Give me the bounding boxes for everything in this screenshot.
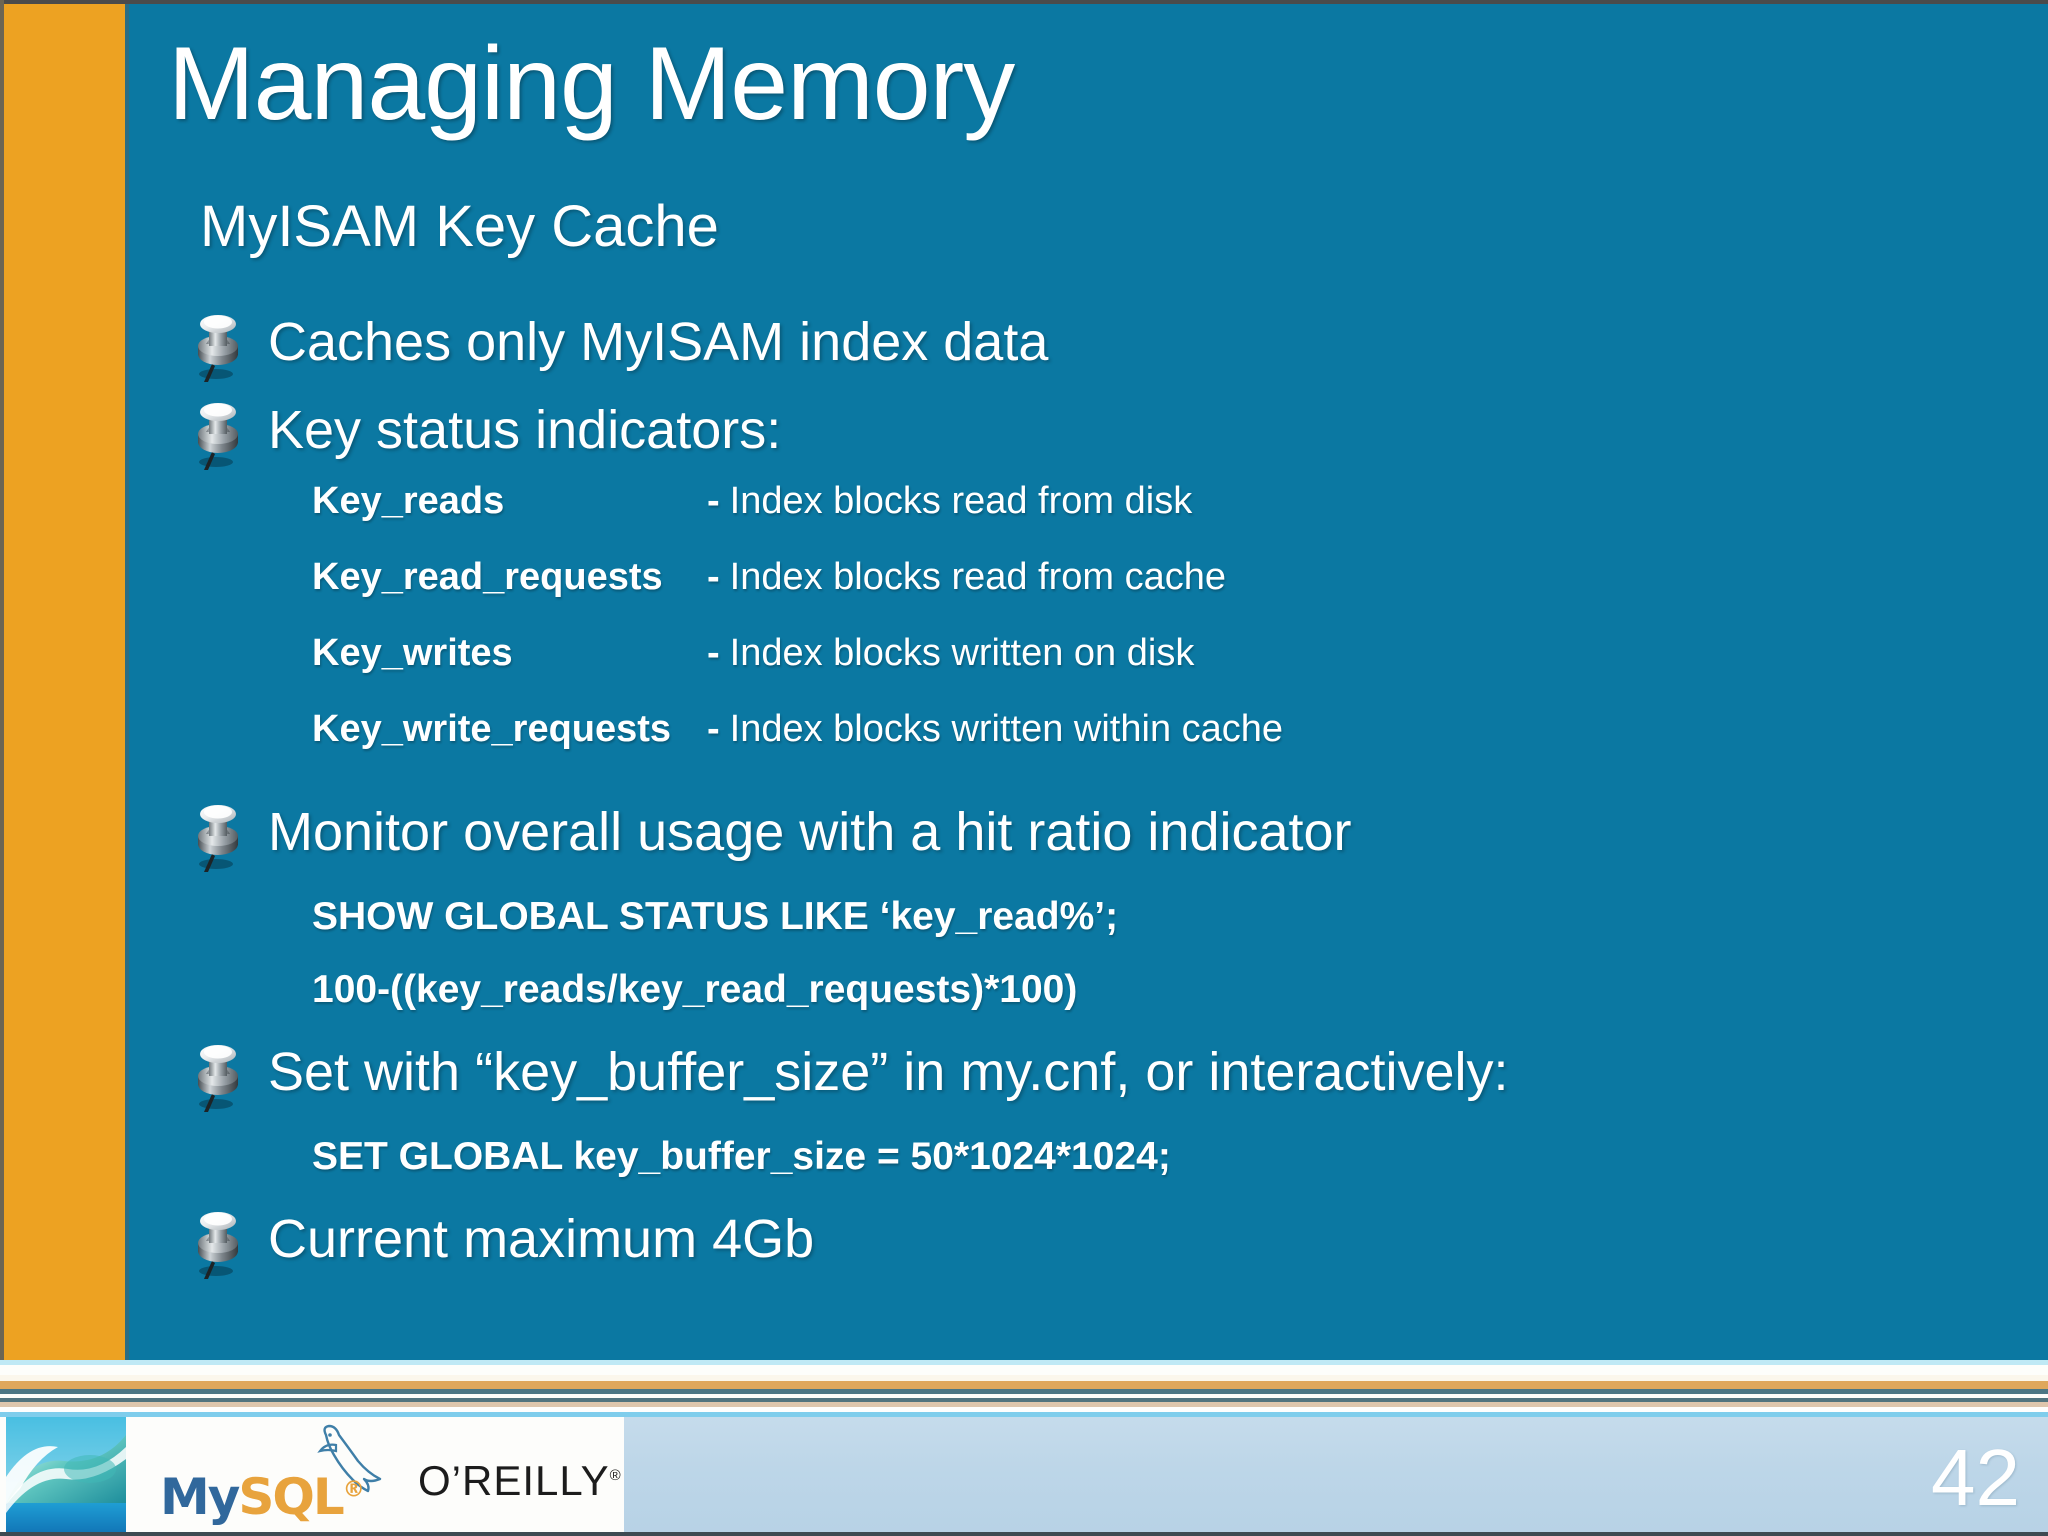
pushpin-icon bbox=[186, 390, 248, 474]
page-subtitle: MyISAM Key Cache bbox=[200, 194, 719, 259]
slide-frame-top-border bbox=[0, 0, 2048, 4]
ocean-wave-image bbox=[6, 1417, 126, 1532]
logo-plate: MySQL® O’REILLY® bbox=[0, 1417, 624, 1532]
table-row: Key_writes - Index blocks written on dis… bbox=[312, 632, 2006, 708]
divider-line-white-2 bbox=[0, 1375, 2048, 1381]
status-indicator-table: Key_reads - Index blocks read from disk … bbox=[312, 480, 2006, 784]
status-variable-name: Key_read_requests bbox=[312, 556, 663, 598]
status-dash: - bbox=[707, 632, 720, 674]
divider-line-tan bbox=[0, 1402, 2048, 1407]
bullet-list: Caches only MyISAM index data Key status… bbox=[186, 300, 2006, 1285]
slide-body bbox=[4, 4, 2048, 1360]
hit-ratio-code-block: SHOW GLOBAL STATUS LIKE ‘key_read%’; 100… bbox=[312, 880, 2006, 1026]
dolphin-icon bbox=[296, 1423, 388, 1505]
status-dash: - bbox=[707, 556, 720, 598]
list-item: Caches only MyISAM index data bbox=[186, 300, 2006, 386]
buffer-size-code-block: SET GLOBAL key_buffer_size = 50*1024*102… bbox=[312, 1120, 2006, 1193]
table-row: Key_reads - Index blocks read from disk bbox=[312, 480, 2006, 556]
footer-bottom-border bbox=[0, 1532, 2048, 1536]
mysql-wordmark-my: My bbox=[160, 1468, 240, 1526]
table-row: Key_read_requests - Index blocks read fr… bbox=[312, 556, 2006, 632]
status-description: Index blocks read from disk bbox=[729, 480, 1193, 522]
divider-line-teal-2 bbox=[0, 1398, 2048, 1402]
slide-footer: MySQL® O’REILLY® 42 bbox=[0, 1412, 2048, 1536]
mysql-wordmark: MySQL® bbox=[160, 1468, 365, 1526]
status-dash: - bbox=[707, 480, 720, 522]
status-variable-name: Key_writes bbox=[312, 632, 513, 674]
pushpin-icon bbox=[186, 1199, 248, 1283]
status-description: Index blocks written within cache bbox=[729, 708, 1284, 750]
list-item: Current maximum 4Gb bbox=[186, 1197, 2006, 1283]
oreilly-logo: O’REILLY® bbox=[418, 1457, 622, 1505]
divider-line-teal-1 bbox=[0, 1389, 2048, 1394]
status-description: Index blocks read from cache bbox=[729, 556, 1227, 598]
code-line: 100-((key_reads/key_read_requests)*100) bbox=[312, 968, 1078, 1011]
page-title: Managing Memory bbox=[168, 26, 1015, 142]
status-description: Index blocks written on disk bbox=[729, 632, 1195, 674]
list-item: Set with “key_buffer_size” in my.cnf, or… bbox=[186, 1030, 2006, 1116]
slide-frame-left-border bbox=[0, 0, 4, 1388]
list-item: Key status indicators: bbox=[186, 388, 2006, 474]
list-item-label: Key status indicators: bbox=[268, 400, 782, 460]
status-dash: - bbox=[707, 708, 720, 750]
list-item-label: Monitor overall usage with a hit ratio i… bbox=[268, 802, 1352, 862]
pushpin-icon bbox=[186, 792, 248, 876]
footer-top-border bbox=[0, 1412, 2048, 1417]
pushpin-icon bbox=[186, 1032, 248, 1116]
divider-line-cyan bbox=[0, 1360, 2048, 1365]
divider-band bbox=[0, 1360, 2048, 1412]
code-line: SET GLOBAL key_buffer_size = 50*1024*102… bbox=[312, 1135, 1171, 1178]
mysql-wordmark-sql: SQL bbox=[238, 1468, 344, 1526]
divider-line-orange bbox=[0, 1381, 2048, 1389]
divider-line-white-1 bbox=[0, 1365, 2048, 1375]
status-variable-name: Key_reads bbox=[312, 480, 505, 522]
accent-bar bbox=[4, 4, 125, 1360]
registered-mark: ® bbox=[342, 1477, 365, 1503]
pushpin-icon bbox=[186, 302, 248, 386]
list-item-label: Current maximum 4Gb bbox=[268, 1209, 815, 1269]
oreilly-wordmark: O’REILLY bbox=[418, 1457, 610, 1504]
table-row: Key_write_requests - Index blocks writte… bbox=[312, 708, 2006, 784]
page-number: 42 bbox=[1931, 1433, 2020, 1522]
oreilly-trademark: ® bbox=[609, 1467, 622, 1484]
divider-line-white-4 bbox=[0, 1407, 2048, 1412]
code-line: SHOW GLOBAL STATUS LIKE ‘key_read%’; bbox=[312, 895, 1119, 938]
accent-bar-edge bbox=[125, 4, 129, 1360]
list-item-label: Caches only MyISAM index data bbox=[268, 312, 1049, 372]
mysql-logo: MySQL® bbox=[160, 1424, 390, 1532]
list-item-label: Set with “key_buffer_size” in my.cnf, or… bbox=[268, 1042, 1509, 1102]
divider-line-white-3 bbox=[0, 1394, 2048, 1398]
list-item: Monitor overall usage with a hit ratio i… bbox=[186, 790, 2006, 876]
status-variable-name: Key_write_requests bbox=[312, 708, 672, 750]
